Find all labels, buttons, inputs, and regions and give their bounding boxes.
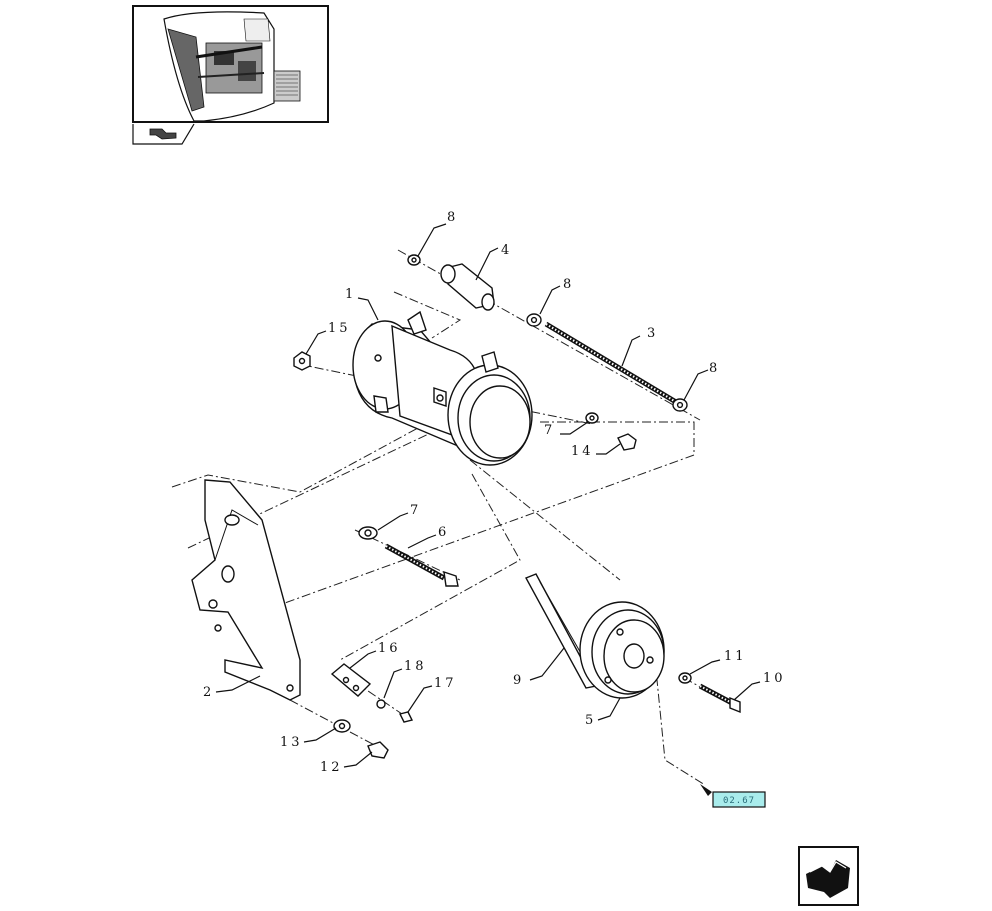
- callout-6: 6: [438, 525, 449, 540]
- reference-badge[interactable]: 02.67: [712, 791, 766, 808]
- callout-8-top: 8: [447, 210, 458, 225]
- callout-7-lower: 7: [410, 503, 421, 518]
- callout-17: 17: [434, 676, 457, 691]
- mounting-bracket: [191, 479, 301, 701]
- callout-8-middle: 8: [563, 277, 574, 292]
- compressor: [352, 310, 533, 466]
- belt-and-pulley: [525, 573, 665, 699]
- callout-11: 11: [724, 649, 747, 664]
- thumbnail-tab[interactable]: [132, 123, 196, 145]
- callout-5: 5: [585, 713, 596, 728]
- callout-2: 2: [203, 685, 214, 700]
- callout-3: 3: [647, 326, 658, 341]
- tractor-cab-thumbnail: [132, 5, 329, 123]
- callout-4: 4: [501, 243, 512, 258]
- tractor-cab-thumbnail-icon: [163, 11, 301, 122]
- reference-arrow: [700, 784, 712, 796]
- callout-1: 1: [345, 287, 356, 302]
- threaded-rod: [544, 321, 678, 405]
- next-page-button[interactable]: [798, 846, 859, 906]
- callout-7-upper: 7: [544, 423, 555, 438]
- callout-labels: 8 4 8 8 1 15 3 7 14 7 6 16 18 17 2 13 12…: [203, 210, 786, 775]
- long-bolt: [358, 526, 459, 587]
- callout-18: 18: [404, 659, 427, 674]
- callout-8-right: 8: [709, 361, 720, 376]
- callout-16: 16: [378, 641, 401, 656]
- reference-badge-label: 02.67: [723, 796, 755, 806]
- callout-9: 9: [513, 673, 524, 688]
- leader-lines: [215, 223, 761, 768]
- fasteners-lower: [330, 663, 741, 759]
- callout-12: 12: [320, 760, 343, 775]
- callout-13: 13: [280, 735, 303, 750]
- callout-14: 14: [571, 444, 594, 459]
- callout-15: 15: [328, 321, 351, 336]
- fasteners-upper: [293, 254, 688, 451]
- next-page-arrow-icon: [806, 860, 850, 898]
- callout-10: 10: [763, 671, 786, 686]
- book-arrow-icon: [132, 123, 195, 145]
- spacer: [440, 263, 495, 311]
